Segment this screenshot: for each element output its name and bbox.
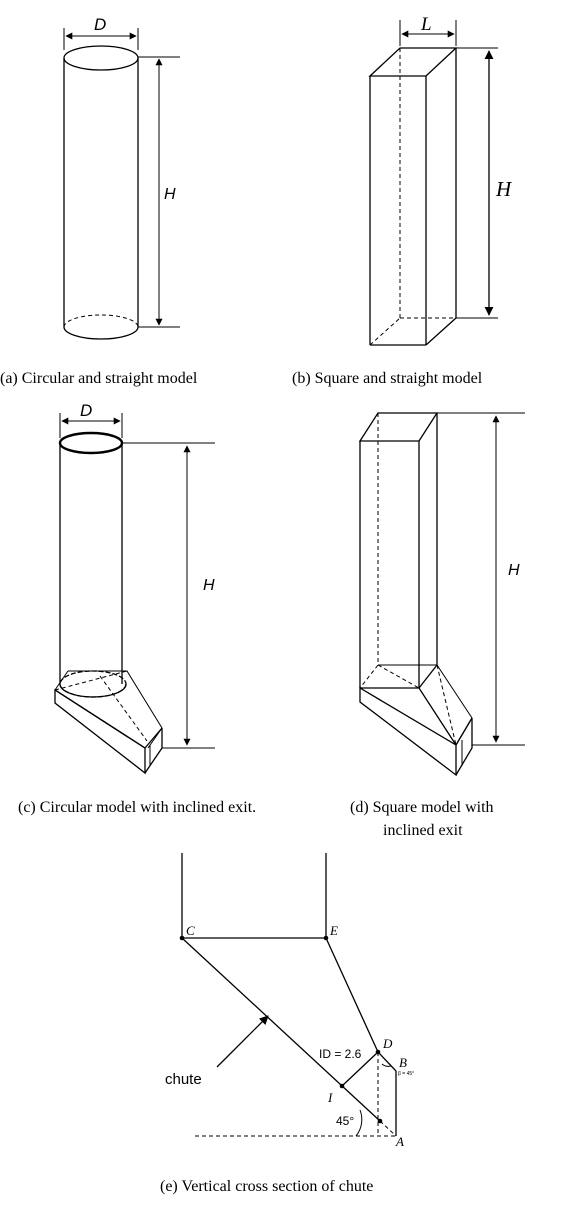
panel-b-square-straight: L H (b) Square and straight model — [292, 14, 513, 387]
cylinder-bottom-back-arc — [63, 314, 139, 328]
point-label-E: E — [329, 923, 338, 938]
panel-e-cross-section: C E D B I A ID = 2.6 β = 45° 45° chute (… — [160, 853, 414, 1195]
point-label-A: A — [395, 1134, 404, 1149]
panel-a-circular-straight: D H (a) Circular and straight model — [0, 15, 198, 387]
caption-e: (e) Vertical cross section of chute — [160, 1178, 373, 1195]
cylinder-bottom-front-arc — [63, 326, 139, 340]
point-label-C: C — [186, 923, 195, 938]
id-label: ID = 2.6 — [319, 1047, 362, 1061]
cylinder-top-ellipse — [58, 431, 124, 455]
line-DB — [377, 1051, 397, 1072]
caption-a: (a) Circular and straight model — [0, 370, 198, 387]
height-label: H — [203, 577, 215, 594]
exit-top-face — [378, 664, 473, 746]
angle-45-label: 45° — [336, 1114, 354, 1128]
height-label: H — [508, 562, 520, 579]
line-DI — [341, 1051, 379, 1087]
chute-label: chute — [165, 1071, 202, 1088]
small-angle-label: β = 45° — [398, 1071, 414, 1077]
exit-top-face — [68, 670, 163, 749]
exit-front-face — [54, 688, 146, 775]
caption-b: (b) Square and straight model — [292, 370, 483, 387]
box-top-face — [368, 47, 458, 77]
diameter-label: D — [94, 15, 106, 34]
exit-front-face — [359, 686, 457, 777]
line-CA — [181, 937, 381, 1122]
point-label-B: B — [399, 1055, 407, 1070]
side-label: L — [420, 14, 432, 35]
panel-c-circular-inclined: D H (c) Circular model with inclined exi… — [18, 401, 256, 816]
caption-c: (c) Circular model with inclined exit. — [18, 799, 256, 816]
chute-pointer-arrow — [216, 1015, 269, 1068]
point-label-I: I — [327, 1090, 333, 1105]
box-top-face — [358, 412, 439, 442]
panel-d-square-inclined: H (d) Square model with inclined exit — [350, 412, 525, 839]
line-ED — [325, 937, 379, 1053]
caption-d-line1: (d) Square model with — [350, 799, 494, 816]
height-label: H — [164, 186, 176, 203]
diameter-label: D — [80, 401, 92, 420]
point-label-D: D — [382, 1036, 393, 1051]
cylinder-top-ellipse — [63, 45, 139, 71]
height-label: H — [495, 177, 513, 201]
caption-d-line2: inclined exit — [383, 822, 463, 839]
angle-arc-45 — [355, 1109, 363, 1137]
